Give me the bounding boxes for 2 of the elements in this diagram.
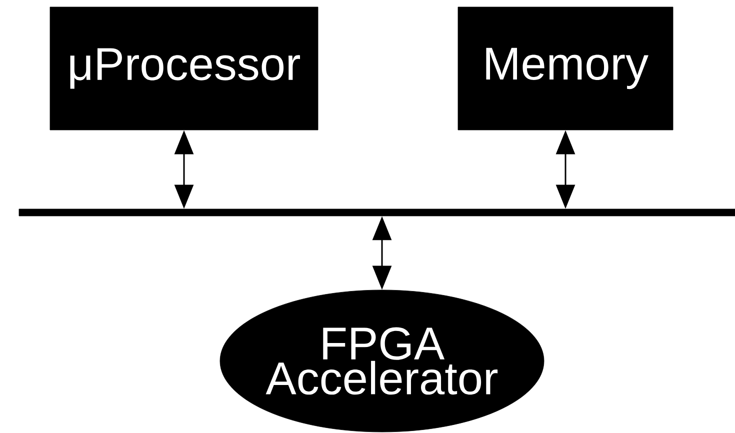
- process-box: Memory: [458, 6, 674, 130]
- process-box: μProcessor: [50, 6, 318, 130]
